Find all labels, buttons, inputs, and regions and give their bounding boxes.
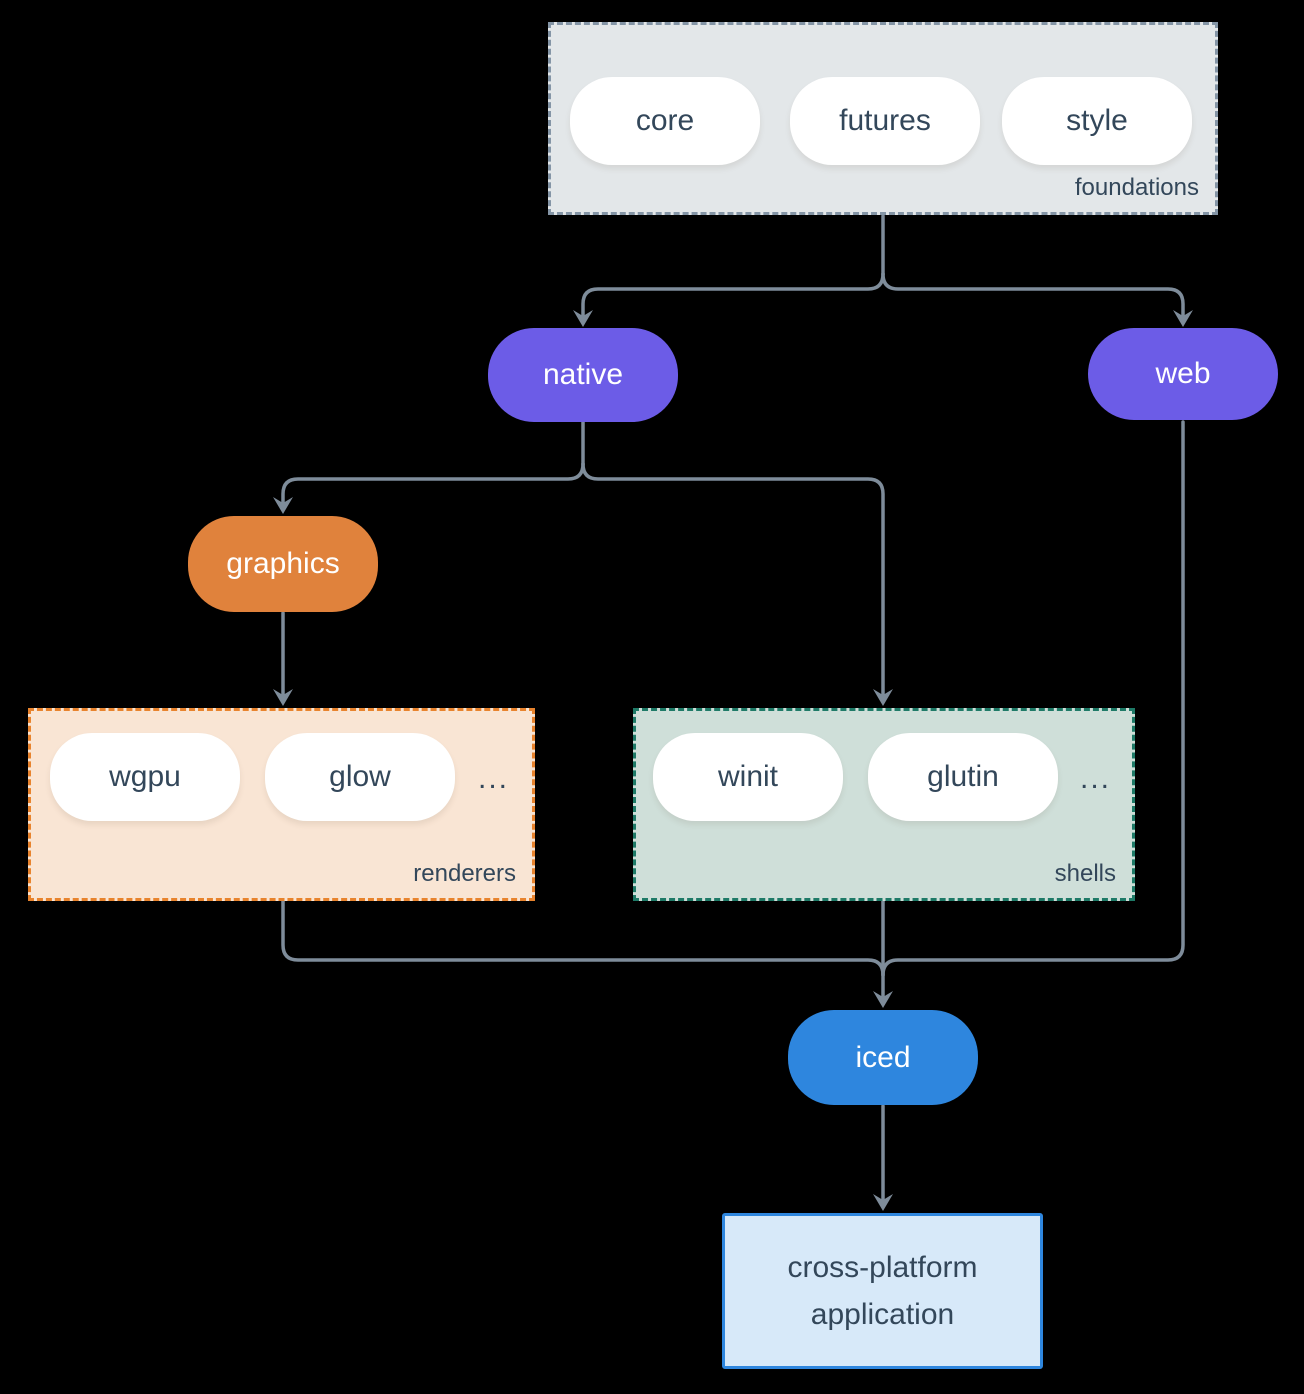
node-glow: glow [265,733,455,821]
node-winit: winit [653,733,843,821]
node-style: style [1002,77,1192,165]
node-futures-label: futures [839,104,931,137]
node-native: native [488,328,678,422]
arrowhead-icon [273,497,293,514]
node-glutin-label: glutin [927,760,999,793]
arrowhead-icon [1173,310,1193,327]
node-web-label: web [1155,357,1211,390]
node-core-label: core [635,104,695,137]
foundations-group-label: foundations [1074,174,1199,201]
renderers-group-label: renderers [413,860,516,887]
application-label-line1: cross-platform [787,1251,978,1284]
connector-native-to-shells [581,462,885,700]
node-graphics: graphics [188,516,378,612]
node-glow-label: glow [329,760,391,793]
application-box: cross-platform application [722,1213,1043,1369]
renderers-ellipsis: ... [478,762,510,795]
node-native-label: native [542,358,624,391]
arrowhead-icon [873,689,893,706]
node-futures: futures [790,77,980,165]
node-core: core [570,77,760,165]
node-iced-label: iced [855,1040,911,1074]
node-wgpu-label: wgpu [109,760,181,793]
node-graphics-label: graphics [226,547,340,580]
node-wgpu: wgpu [50,733,240,821]
shells-ellipsis: ... [1080,762,1112,795]
node-glutin: glutin [868,733,1058,821]
arrowhead-icon [873,1194,893,1211]
shells-group-label: shells [1054,860,1116,887]
application-label-line2: application [810,1298,955,1331]
connector-native-to-graphics [281,462,585,508]
node-winit-label: winit [717,760,778,793]
arrowhead-icon [573,310,593,327]
node-style-label: style [1066,104,1128,137]
node-iced: iced [788,1010,978,1105]
arrowhead-icon [273,689,293,706]
connector-foundations-to-web [881,272,1185,321]
connector-foundations-to-native [581,272,885,321]
connector-renderers-to-iced [281,899,885,977]
arrowhead-icon [873,991,893,1008]
node-web: web [1088,328,1278,420]
